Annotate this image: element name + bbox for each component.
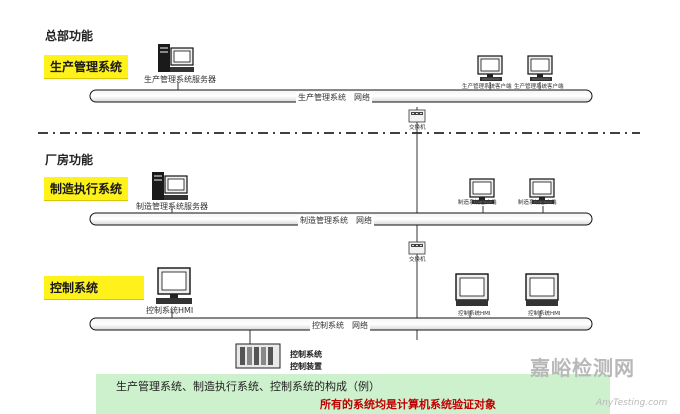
plc-label-line2: 控制装置 xyxy=(290,362,322,371)
switch-lower-label: 交换机 xyxy=(409,257,426,263)
control-hmi-icon xyxy=(156,267,192,304)
mes-server-label: 制造管理系统服务器 xyxy=(136,202,208,211)
production-client-1-icon xyxy=(477,55,503,82)
control-terminal-2-icon xyxy=(525,273,559,306)
mes-system-label: 制造执行系统 xyxy=(44,177,129,201)
production-system-label: 生产管理系统 xyxy=(44,55,129,79)
mes-network-label: 制造管理系统 网络 xyxy=(298,215,374,226)
plc-label-line1: 控制系统 xyxy=(290,350,322,359)
switch-upper-label: 交换机 xyxy=(409,125,426,131)
mes-client-1-label: 制造系统客户端 xyxy=(458,200,497,206)
production-server-icon xyxy=(157,43,195,73)
control-terminal-1-label: 控制系统HMI xyxy=(458,311,491,317)
caption-box xyxy=(96,374,610,414)
production-network-label: 生产管理系统 网络 xyxy=(296,92,372,103)
control-network-label: 控制系统 网络 xyxy=(310,320,370,331)
control-terminal-2-label: 控制系统HMI xyxy=(528,311,561,317)
switch-upper-icon xyxy=(408,109,426,123)
production-client-1-label: 生产管理系统客户端 xyxy=(462,84,512,90)
watermark-brand: 嘉峪检测网 xyxy=(530,356,635,380)
mes-server-icon xyxy=(151,171,189,201)
production-client-2-label: 生产管理系统客户端 xyxy=(514,84,564,90)
control-hmi-label: 控制系统HMI xyxy=(146,306,194,315)
hq-section-title: 总部功能 xyxy=(45,29,94,43)
factory-section-title: 厂房功能 xyxy=(45,153,94,167)
control-system-label: 控制系统 xyxy=(44,276,145,300)
switch-lower-icon xyxy=(408,241,426,255)
control-terminal-1-icon xyxy=(455,273,489,306)
plc-rack-icon xyxy=(235,343,281,369)
caption-line2: 所有的系统均是计算机系统验证对象 xyxy=(320,398,496,411)
caption-line1: 生产管理系统、制造执行系统、控制系统的构成（例） xyxy=(116,380,380,393)
production-server-label: 生产管理系统服务器 xyxy=(144,75,216,84)
production-client-2-icon xyxy=(527,55,553,82)
watermark-site: AnyTesting.com xyxy=(596,398,668,408)
mes-client-2-label: 制造系统客户端 xyxy=(518,200,557,206)
